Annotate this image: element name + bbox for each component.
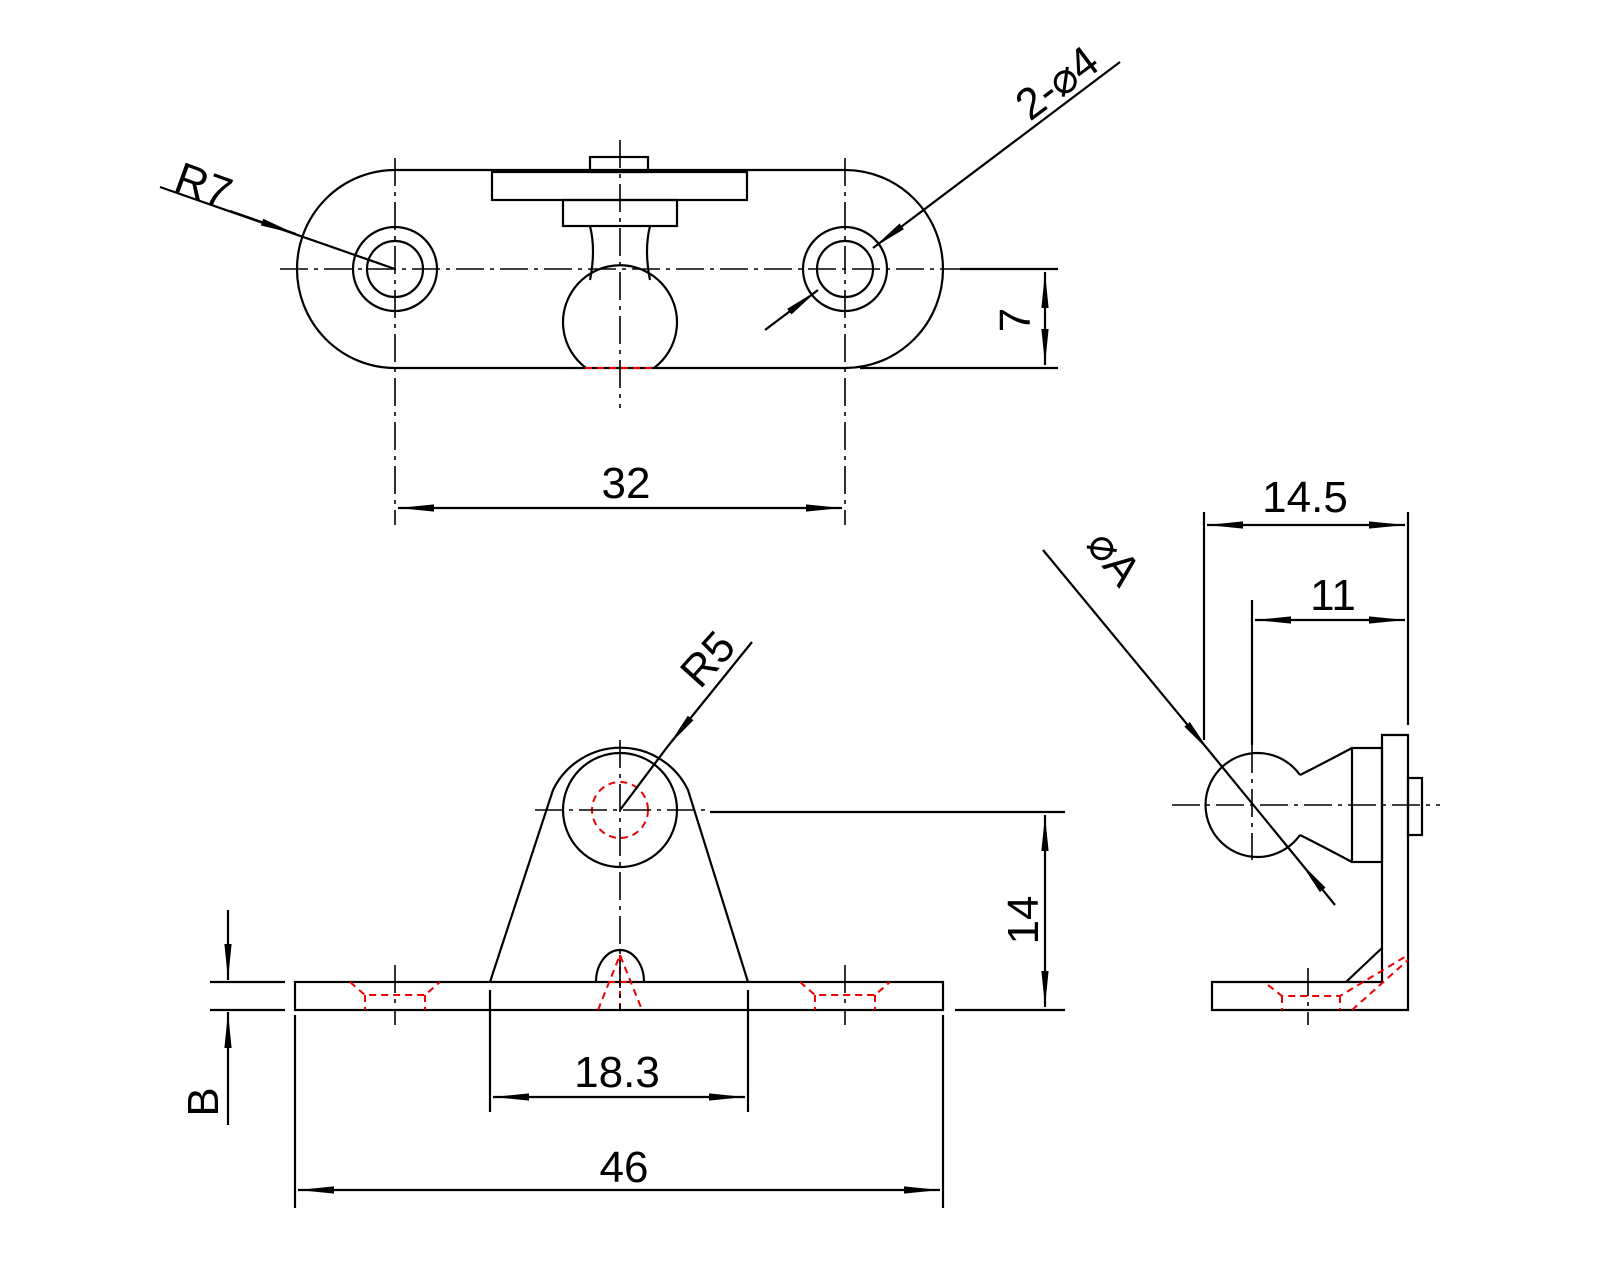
dim-18-3-label: 18.3 xyxy=(574,1048,660,1097)
phi-a-label: ⌀A xyxy=(1077,521,1150,596)
side-view: 14.5 11 ⌀A xyxy=(1042,473,1440,1025)
dim-46-label: 46 xyxy=(600,1143,649,1192)
r7-label: R7 xyxy=(169,153,239,218)
top-view: 7 32 R7 2-⌀4 xyxy=(159,37,1121,525)
dim-7-label: 7 xyxy=(991,308,1040,332)
front-view: 14 B 18.3 46 R5 xyxy=(179,622,1065,1208)
dim-14-label: 14 xyxy=(999,896,1048,945)
dim-11-label: 11 xyxy=(1310,571,1356,620)
holes-label: 2-⌀4 xyxy=(1007,37,1108,130)
r5-label: R5 xyxy=(671,622,745,697)
dim-b-label: B xyxy=(179,1087,228,1116)
dim-14-5-label: 14.5 xyxy=(1262,473,1348,522)
dim-32-label: 32 xyxy=(602,459,651,508)
